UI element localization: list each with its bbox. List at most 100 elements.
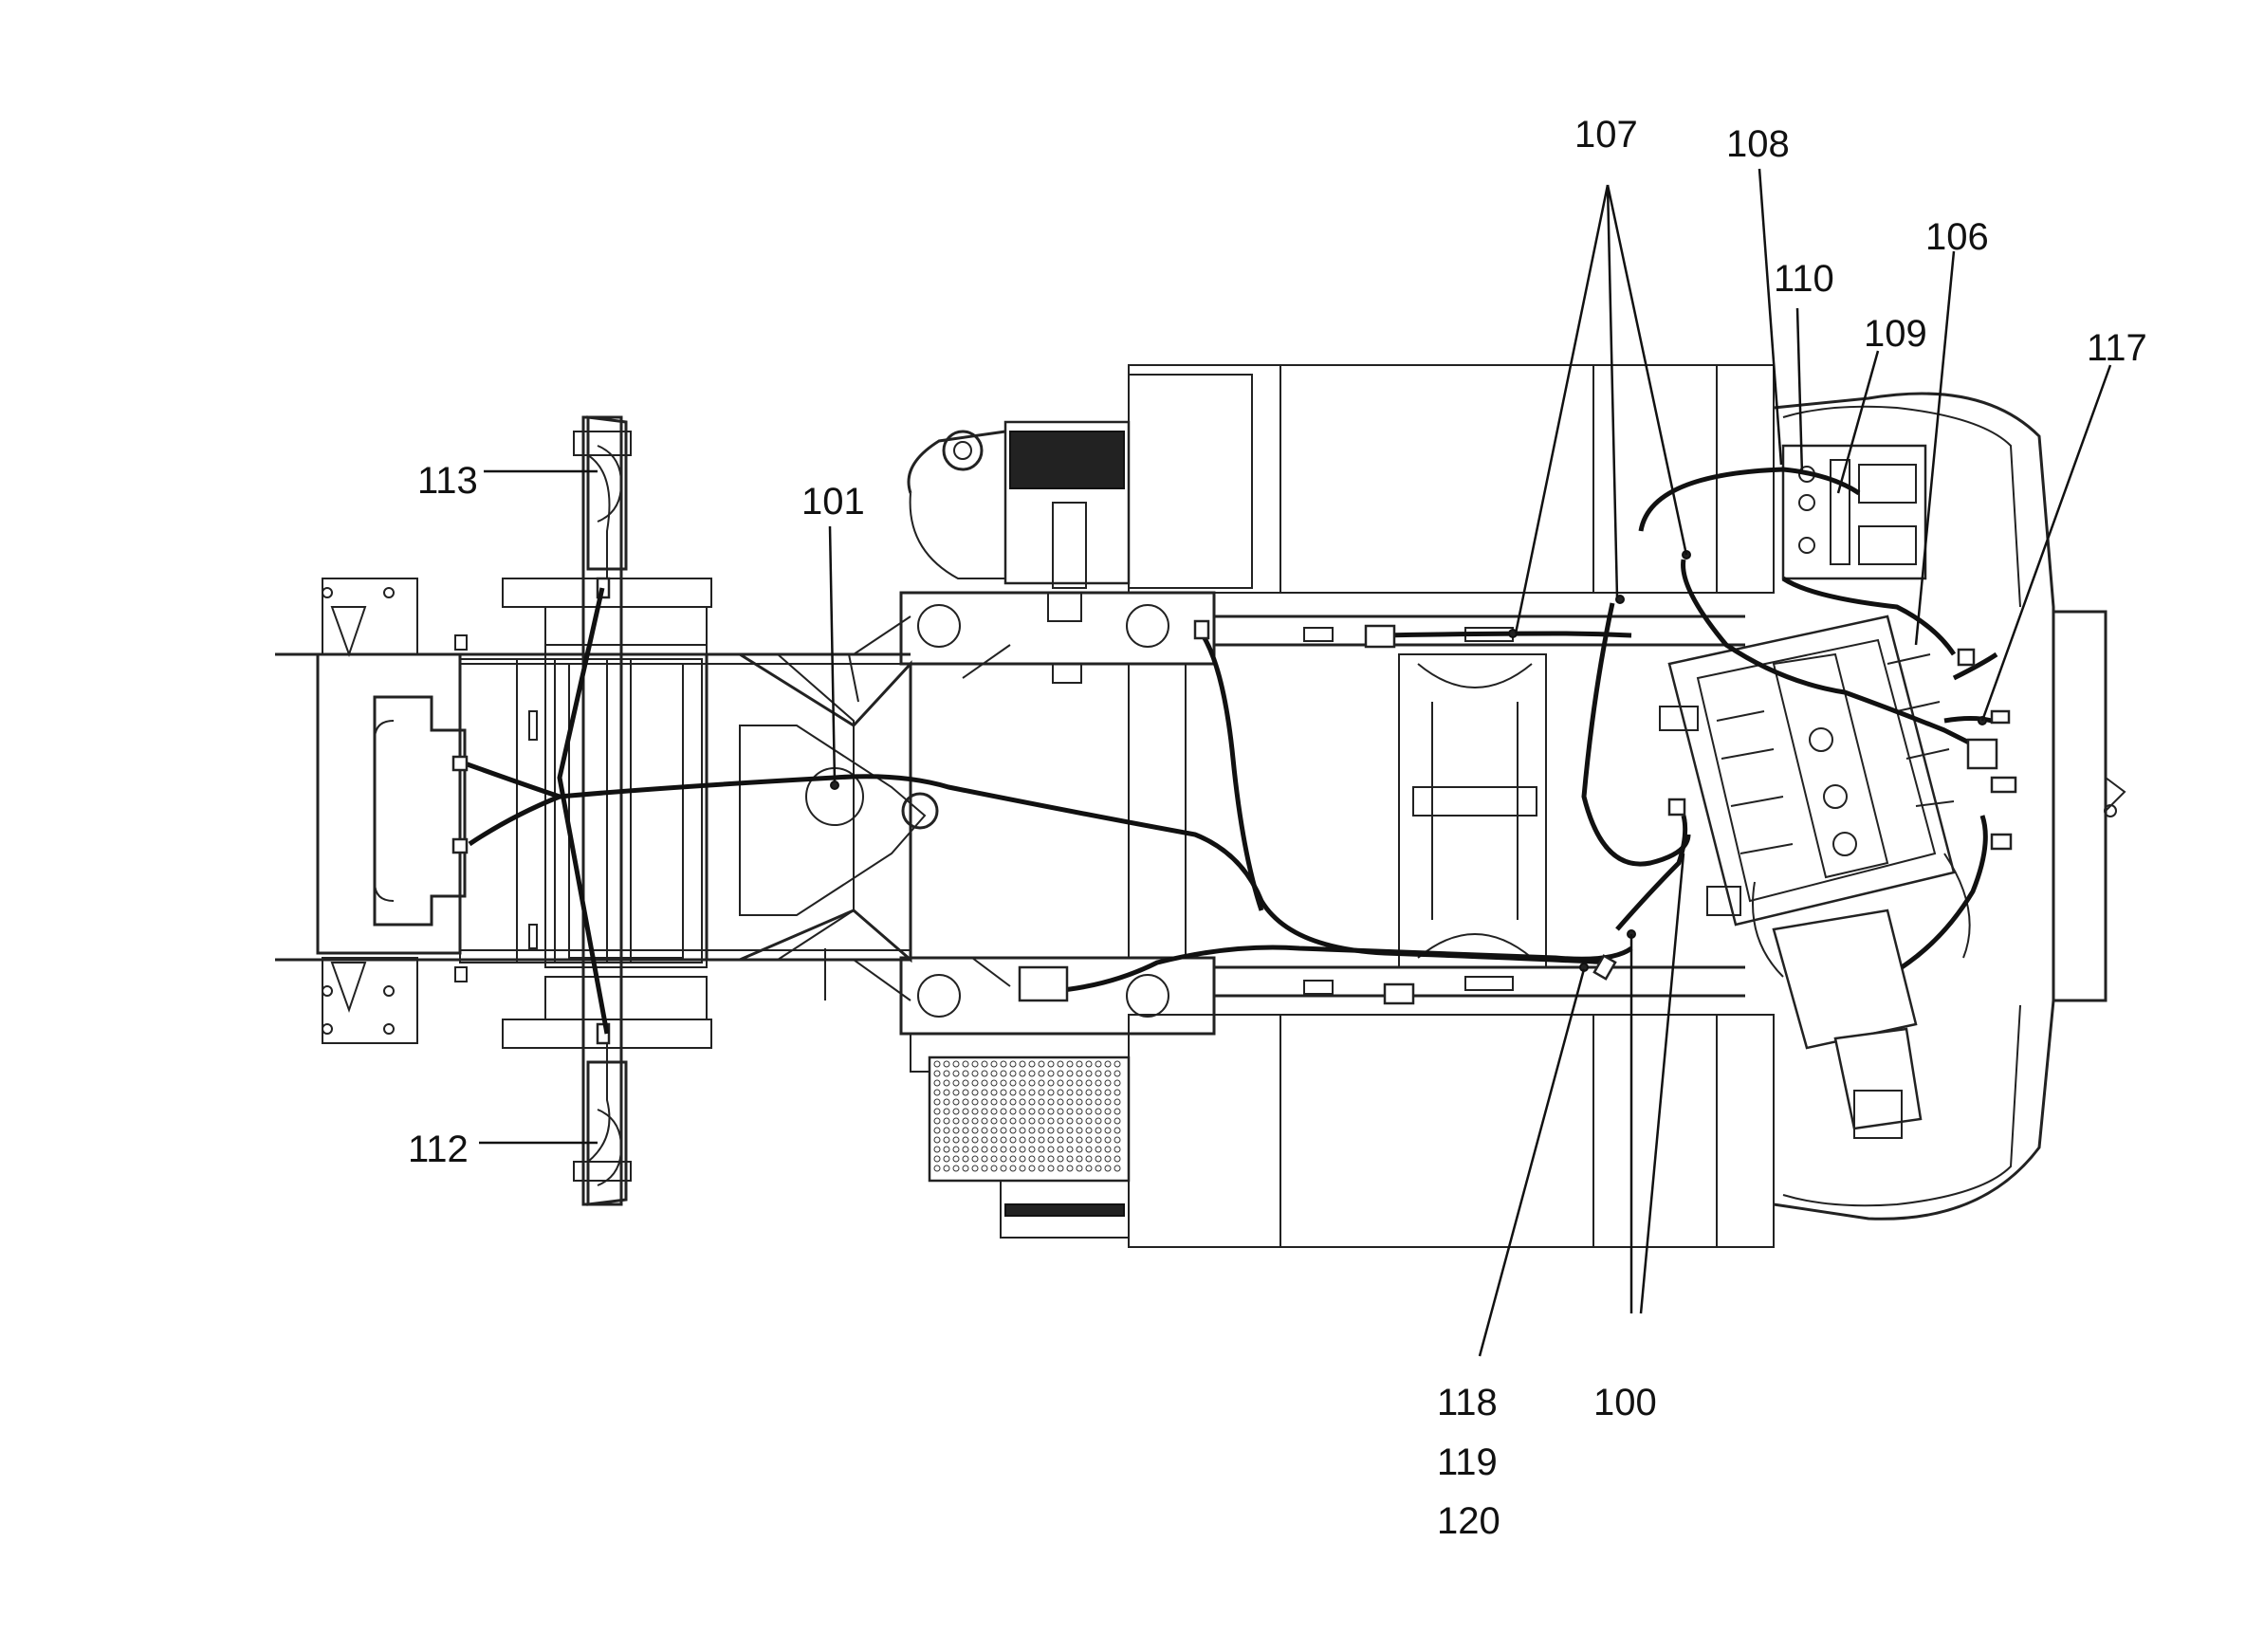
grille-hole xyxy=(1114,1117,1121,1125)
label-112: 112 xyxy=(408,1129,469,1170)
leader-lines xyxy=(479,168,2112,1357)
grille-hole xyxy=(981,1089,988,1096)
grille-hole xyxy=(952,1165,960,1172)
grille-hole xyxy=(1038,1155,1045,1163)
grille-hole xyxy=(971,1070,979,1077)
grille-hole xyxy=(1047,1165,1055,1172)
grille-hole xyxy=(1000,1155,1007,1163)
grille-hole xyxy=(981,1165,988,1172)
grille-hole xyxy=(962,1127,969,1134)
grille-hole xyxy=(1104,1070,1112,1077)
grille-hole xyxy=(1000,1165,1007,1172)
grille-hole xyxy=(962,1060,969,1068)
grille-hole xyxy=(990,1127,998,1134)
grille-hole xyxy=(943,1089,950,1096)
grille-pattern xyxy=(933,1060,1121,1172)
grille-hole xyxy=(1104,1108,1112,1115)
grille-hole xyxy=(1028,1079,1036,1087)
grille-hole xyxy=(952,1127,960,1134)
grille-hole xyxy=(1076,1089,1083,1096)
grille-hole xyxy=(1114,1127,1121,1134)
grille-hole xyxy=(1114,1108,1121,1115)
grille-hole xyxy=(1009,1070,1017,1077)
grille-hole xyxy=(952,1108,960,1115)
grille-hole xyxy=(1066,1070,1074,1077)
grille-hole xyxy=(1000,1136,1007,1144)
grille-hole xyxy=(962,1136,969,1144)
grille-hole xyxy=(1085,1079,1093,1087)
grille-hole xyxy=(1095,1098,1102,1106)
grille-hole xyxy=(943,1136,950,1144)
grille-hole xyxy=(1028,1127,1036,1134)
label-109: 109 xyxy=(1864,313,1927,355)
grille-hole xyxy=(1085,1127,1093,1134)
grille-hole xyxy=(1114,1165,1121,1172)
grille-hole xyxy=(1085,1117,1093,1125)
rear-frame xyxy=(275,578,911,1044)
grille-hole xyxy=(1009,1098,1017,1106)
grille-hole xyxy=(1095,1146,1102,1153)
rear-axle xyxy=(454,415,712,1206)
grille-hole xyxy=(1095,1165,1102,1172)
grille-hole xyxy=(1057,1155,1064,1163)
grille-hole xyxy=(971,1079,979,1087)
grille-hole xyxy=(1076,1070,1083,1077)
grille-hole xyxy=(943,1108,950,1115)
label-106: 106 xyxy=(1925,216,1989,258)
grille-hole xyxy=(952,1146,960,1153)
grille-hole xyxy=(971,1136,979,1144)
grille-hole xyxy=(1095,1089,1102,1096)
label-110: 110 xyxy=(1774,258,1834,300)
grille-hole xyxy=(1009,1108,1017,1115)
grille-hole xyxy=(1066,1165,1074,1172)
grille-hole xyxy=(1019,1089,1026,1096)
grille-hole xyxy=(943,1098,950,1106)
grille-hole xyxy=(1066,1079,1074,1087)
label-118: 118 xyxy=(1437,1382,1498,1423)
grille-hole xyxy=(1095,1070,1102,1077)
grille-hole xyxy=(1076,1155,1083,1163)
grille-hole xyxy=(1085,1108,1093,1115)
grille-hole xyxy=(933,1165,941,1172)
grille-hole xyxy=(1019,1070,1026,1077)
grille-hole xyxy=(933,1127,941,1134)
grille-hole xyxy=(962,1155,969,1163)
grille-hole xyxy=(1047,1079,1055,1087)
grille-hole xyxy=(933,1089,941,1096)
articulation-joint xyxy=(705,615,1011,1001)
grille-hole xyxy=(1114,1089,1121,1096)
grille-hole xyxy=(952,1079,960,1087)
grille-hole xyxy=(1028,1089,1036,1096)
grille-hole xyxy=(1019,1060,1026,1068)
grille-hole xyxy=(1114,1136,1121,1144)
grille-hole xyxy=(1066,1089,1074,1096)
grille-hole xyxy=(971,1089,979,1096)
grille-hole xyxy=(952,1070,960,1077)
grille-hole xyxy=(1009,1146,1017,1153)
grille-hole xyxy=(1076,1117,1083,1125)
grille-hole xyxy=(981,1070,988,1077)
grille-hole xyxy=(1076,1146,1083,1153)
grille-hole xyxy=(952,1117,960,1125)
grille-hole xyxy=(1076,1165,1083,1172)
grille-hole xyxy=(990,1146,998,1153)
grille-hole xyxy=(1000,1117,1007,1125)
grille-hole xyxy=(981,1117,988,1125)
grille-hole xyxy=(943,1060,950,1068)
grille-hole xyxy=(962,1089,969,1096)
grille-hole xyxy=(1038,1127,1045,1134)
grille-hole xyxy=(1019,1117,1026,1125)
grille-hole xyxy=(1114,1146,1121,1153)
engine-bay xyxy=(1659,392,2126,1221)
grille-hole xyxy=(1047,1108,1055,1115)
grille-hole xyxy=(1095,1127,1102,1134)
grille-hole xyxy=(990,1108,998,1115)
grille-hole xyxy=(1047,1060,1055,1068)
grille-hole xyxy=(971,1108,979,1115)
grille-hole xyxy=(1028,1108,1036,1115)
grille-hole xyxy=(1066,1136,1074,1144)
grille-hole xyxy=(1057,1098,1064,1106)
grille-hole xyxy=(971,1165,979,1172)
grille-hole xyxy=(981,1146,988,1153)
